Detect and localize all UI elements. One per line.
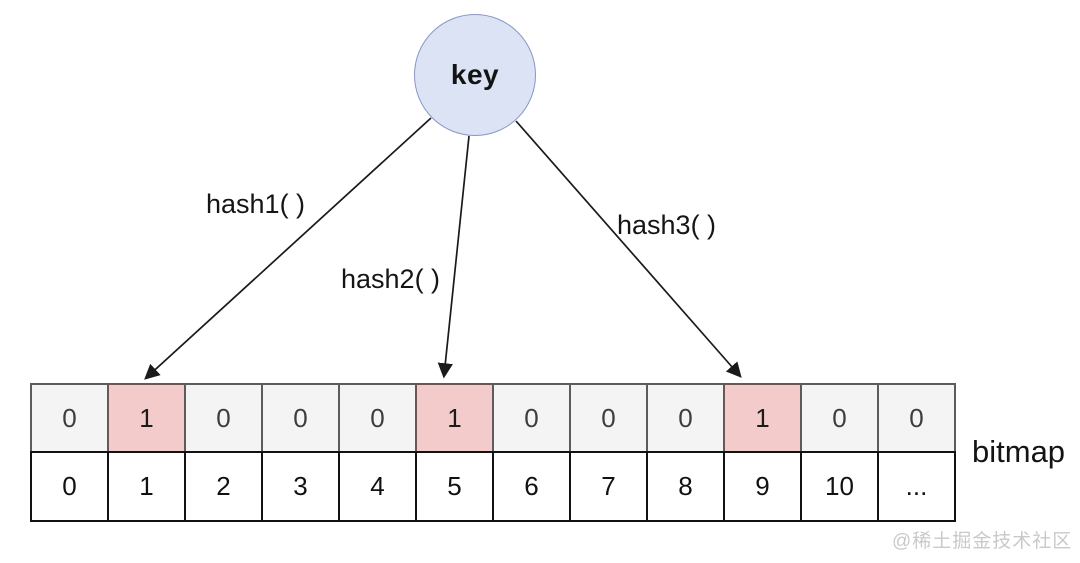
bitmap-indices-row: 0 1 2 3 4 5 6 7 8 9 10 ... <box>30 451 956 522</box>
bit-cell: 1 <box>415 383 494 453</box>
bit-cell: 0 <box>492 383 571 453</box>
bit-cell: 1 <box>107 383 186 453</box>
key-label: key <box>450 59 500 90</box>
bit-cell: 0 <box>800 383 879 453</box>
index-cell: 7 <box>569 451 648 522</box>
index-cell: 0 <box>30 451 109 522</box>
hash1-arrow <box>144 117 432 380</box>
index-cell: 6 <box>492 451 571 522</box>
index-cell: 10 <box>800 451 879 522</box>
bit-cell: 0 <box>338 383 417 453</box>
bit-cell: 0 <box>30 383 109 453</box>
hash2-label: hash2( ) <box>341 264 441 294</box>
index-cell: ... <box>877 451 956 522</box>
bitmap-bits-row: 0 1 0 0 0 1 0 0 0 1 0 0 <box>30 383 956 453</box>
hash1-label: hash1( ) <box>206 189 306 219</box>
hash3-arrow <box>515 120 742 378</box>
index-cell: 8 <box>646 451 725 522</box>
bit-cell: 0 <box>184 383 263 453</box>
bit-cell: 0 <box>261 383 340 453</box>
bitmap-table: 0 1 0 0 0 1 0 0 0 1 0 0 0 1 2 3 4 5 6 7 … <box>30 383 956 522</box>
index-cell: 9 <box>723 451 802 522</box>
index-cell: 5 <box>415 451 494 522</box>
index-cell: 2 <box>184 451 263 522</box>
bit-cell: 0 <box>646 383 725 453</box>
bit-cell: 0 <box>569 383 648 453</box>
key-node: key <box>414 14 536 136</box>
index-cell: 3 <box>261 451 340 522</box>
index-cell: 4 <box>338 451 417 522</box>
bitmap-label: bitmap <box>972 434 1066 469</box>
index-cell: 1 <box>107 451 186 522</box>
hash3-label: hash3( ) <box>617 210 717 240</box>
watermark-text: @稀土掘金技术社区 <box>892 531 1073 552</box>
hash2-arrow <box>437 135 470 379</box>
bit-cell: 0 <box>877 383 956 453</box>
bit-cell: 1 <box>723 383 802 453</box>
